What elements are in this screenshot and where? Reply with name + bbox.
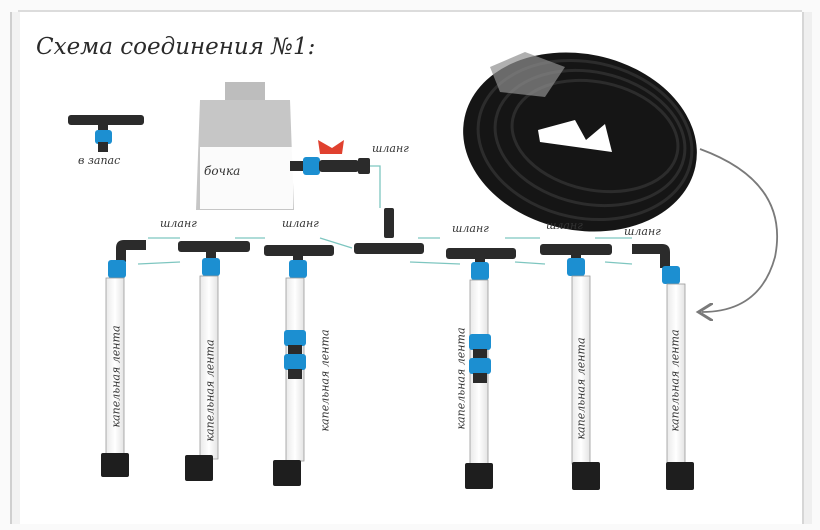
hose-label-6: шланг	[624, 225, 661, 238]
tape-label-1: капельная лента	[109, 325, 123, 428]
tape-roll-icon	[463, 52, 697, 232]
top-border	[18, 10, 802, 12]
spare-label: в запас	[78, 154, 121, 167]
elbow-fitting-icon	[116, 240, 146, 262]
tee-fitting-icon	[264, 245, 334, 256]
tape-label-5: капельная лента	[574, 337, 588, 440]
main-tee-fitting-icon	[354, 208, 424, 254]
coupling-icon	[469, 334, 491, 350]
hose-label-4: шланг	[452, 222, 489, 235]
end-plug-icon	[101, 453, 129, 477]
spare-tee-fitting-icon	[68, 115, 144, 152]
end-plug-icon	[185, 455, 213, 481]
tape-label-3: капельная лента	[318, 329, 332, 432]
end-plugs	[101, 453, 694, 490]
elbow-fitting-icon	[632, 244, 670, 268]
coupling-icon	[471, 262, 489, 280]
hose-lines	[137, 165, 633, 265]
hose-label-3: шланг	[282, 217, 319, 230]
tee-fitting-icon	[178, 241, 250, 252]
couplings	[108, 258, 680, 284]
valve-icon	[290, 140, 370, 175]
hose-label-1: шланг	[372, 142, 409, 155]
coupling-icon	[284, 354, 306, 370]
connection-diagram: Схема соединения №1: бочка в запас шланг…	[20, 12, 802, 524]
tee-fitting-icon	[446, 248, 516, 259]
drip-tapes	[105, 275, 686, 465]
tape-label-6: капельная лента	[668, 329, 682, 432]
coupling-icon	[289, 260, 307, 278]
tape-label-4: капельная лента	[454, 327, 468, 430]
hose-label-2: шланг	[160, 217, 197, 230]
coupling-icon	[662, 266, 680, 284]
coupling-icon	[284, 330, 306, 346]
end-plug-icon	[273, 460, 301, 486]
branch-fittings	[116, 240, 670, 268]
right-border	[802, 12, 812, 524]
coupling-icon	[567, 258, 585, 276]
barrel-icon	[196, 82, 294, 210]
coupling-icon	[202, 258, 220, 276]
end-plug-icon	[666, 462, 694, 490]
barrel-label: бочка	[204, 164, 241, 178]
curved-arrow-icon	[700, 148, 779, 312]
tape-label-2: капельная лента	[203, 339, 217, 442]
coupling-icon	[108, 260, 126, 278]
end-plug-icon	[465, 463, 493, 489]
repair-couplings	[284, 330, 491, 383]
diagram-graphics	[68, 52, 779, 490]
coupling-icon	[469, 358, 491, 374]
diagram-title: Схема соединения №1:	[36, 34, 316, 60]
tee-fitting-icon	[540, 244, 612, 255]
hose-label-5: шланг	[546, 219, 583, 232]
end-plug-icon	[572, 462, 600, 490]
